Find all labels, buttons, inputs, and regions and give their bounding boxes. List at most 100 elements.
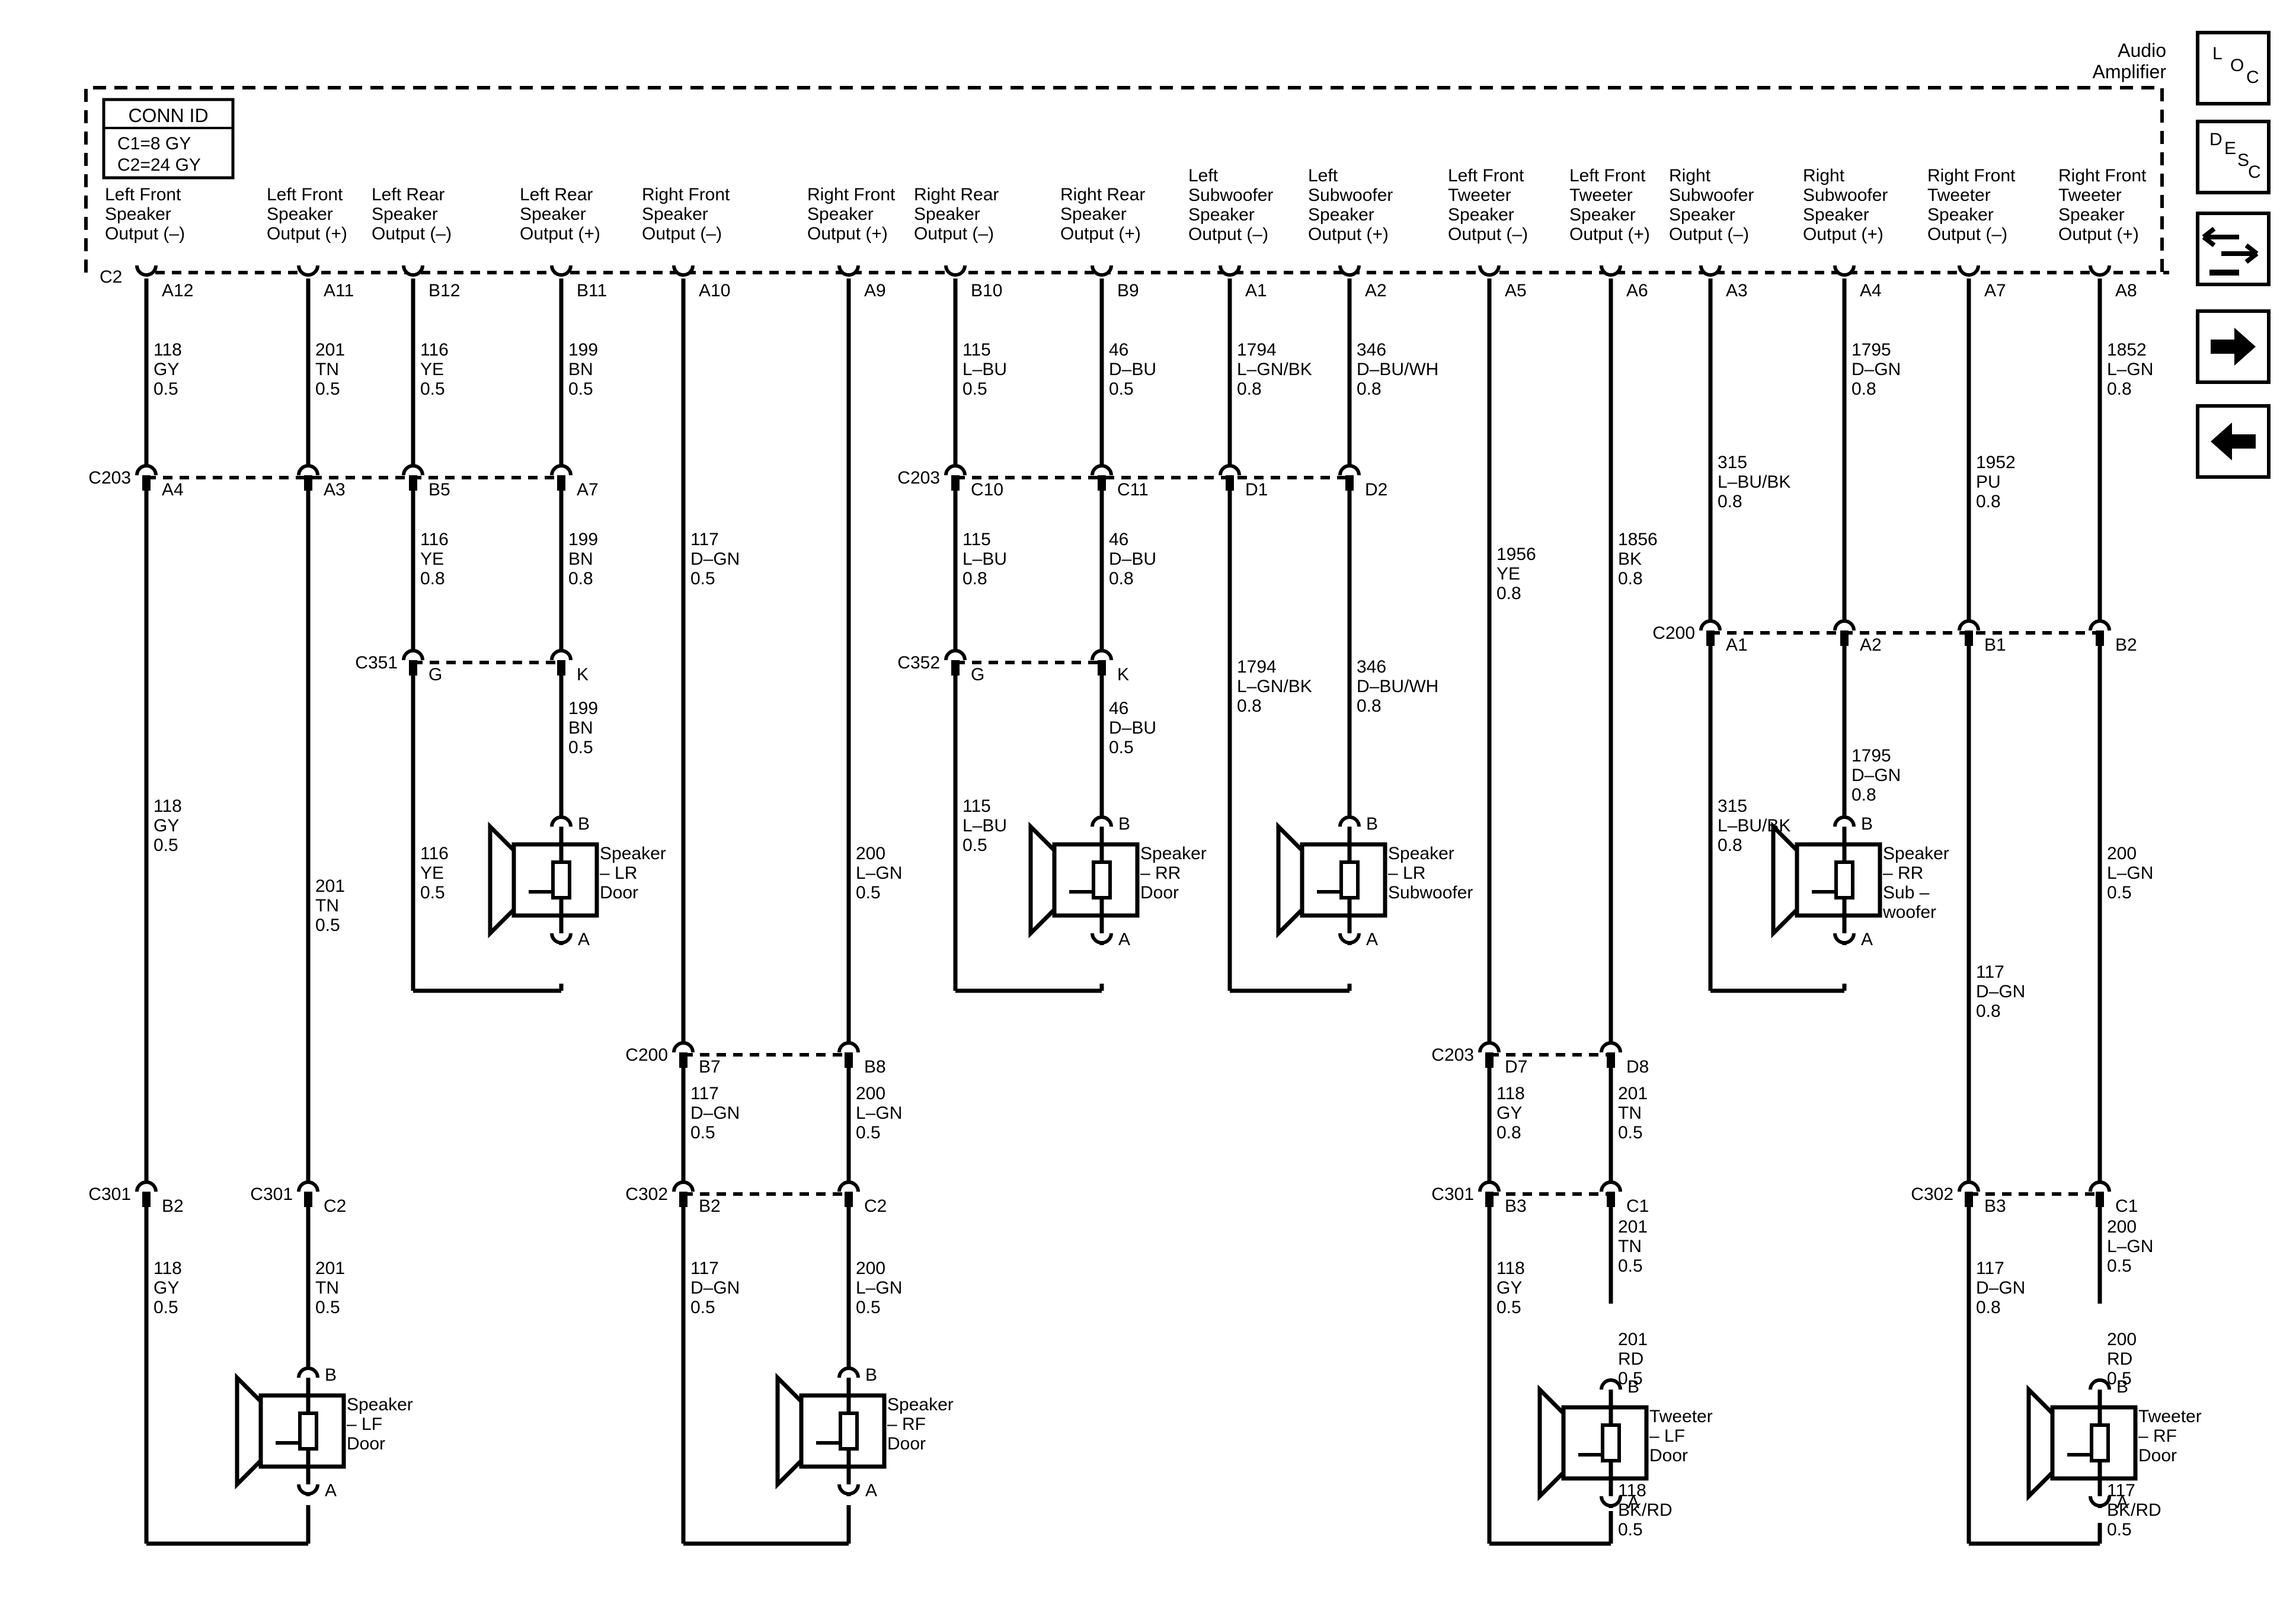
wire-label: 117 [690, 1084, 719, 1103]
speaker-terminal-b [1600, 1378, 1622, 1390]
wire-label: 199 [568, 340, 598, 360]
connector-pin-label: G [971, 665, 984, 684]
wrench-vehicle-button[interactable] [2196, 212, 2271, 286]
speaker-label: Door [1140, 883, 1179, 902]
wire-label: 118 [154, 796, 182, 816]
wire-label: D–GN [1851, 766, 1901, 785]
speaker-label: – LR [600, 863, 637, 883]
speaker-terminal-b [837, 1366, 860, 1378]
swap-arrows [2202, 226, 2259, 264]
output-label: Output (–) [642, 224, 722, 244]
output-label: Speaker [1060, 204, 1127, 224]
wire-label: 0.5 [315, 916, 340, 935]
speaker-label: Speaker [887, 1395, 954, 1414]
wire-label: 46 [1109, 530, 1128, 549]
wire-label: D–BU [1109, 718, 1156, 738]
wire-label: 1852 [2107, 340, 2147, 360]
wire-label: 117 [690, 1259, 719, 1278]
amp-terminal [1833, 265, 1856, 277]
amp-pin-label: A3 [1726, 281, 1748, 300]
connector-terminal [1600, 1041, 1622, 1053]
speaker-cone [488, 821, 516, 939]
wire-label: 0.5 [154, 379, 178, 399]
wire-label: 199 [568, 530, 598, 549]
wire-label: L–BU/BK [1718, 472, 1790, 492]
wire-label: 1956 [1496, 545, 1536, 564]
arrow-right-button[interactable] [2196, 309, 2271, 384]
connector-terminal [944, 464, 967, 476]
button-frame[interactable] [2196, 120, 2271, 194]
output-label: Right Front [2058, 166, 2147, 185]
wire-label: BN [568, 360, 593, 379]
wire-label: 0.5 [690, 569, 715, 588]
output-label: Output (+) [1060, 224, 1141, 244]
wire-label: 118 [154, 340, 182, 360]
connector-terminal [1338, 464, 1361, 476]
speaker-terminal-b [1338, 815, 1361, 827]
wire-label: 0.8 [1109, 569, 1134, 588]
wire-label: BN [568, 718, 593, 738]
connector-terminal [1600, 1180, 1622, 1192]
amp-pin-label: B10 [971, 281, 1002, 300]
speaker-coil [1339, 860, 1360, 900]
wire-label: 117 [690, 530, 719, 549]
speaker-label: Speaker [1140, 844, 1207, 863]
connector-pin-label: C10 [971, 480, 1003, 500]
speaker-coil [2090, 1423, 2110, 1462]
wire-label: BK/RD [1618, 1500, 1673, 1520]
output-label: Left Front [1569, 166, 1646, 185]
arrow-shape [2211, 328, 2256, 366]
wire-label: L–GN [2107, 360, 2153, 379]
connector-pin-label: A2 [1860, 635, 1882, 655]
conn-id-c2: C2=24 GY [117, 155, 201, 175]
amp-terminal [550, 265, 573, 277]
connector-terminal [135, 1180, 158, 1192]
output-label: Speaker [2058, 205, 2125, 225]
wire-label: L–GN [856, 863, 902, 883]
wire-label: 201 [315, 1259, 345, 1278]
speaker-terminal-a [297, 1484, 319, 1496]
connector-terminal [1219, 464, 1241, 476]
connector-terminal [672, 1041, 695, 1053]
output-label: Left Front [267, 185, 343, 204]
icon-glyph: O [2230, 56, 2244, 75]
wire-label: RD [1618, 1349, 1643, 1369]
arrow-left-button[interactable] [2196, 404, 2271, 479]
amp-pin-label: B9 [1117, 281, 1139, 300]
amp-terminal [402, 265, 424, 277]
output-label: Speaker [807, 204, 874, 224]
wire-label: BK/RD [2107, 1500, 2161, 1520]
wire-label: 0.8 [1976, 1001, 2001, 1021]
speaker-terminal-b [550, 815, 573, 827]
speaker-pin-label: A [2116, 1493, 2128, 1512]
speaker-terminal-a [2089, 1496, 2111, 1507]
speaker-cone [1028, 821, 1056, 939]
amp-pin-label: A11 [324, 281, 354, 300]
wire-label: YE [420, 863, 444, 883]
output-label: Speaker [1448, 205, 1514, 225]
wire-label: YE [420, 360, 444, 379]
loc-button[interactable]: LOC [2196, 31, 2271, 105]
wire-label: YE [1496, 564, 1520, 584]
wire-label: 118 [1496, 1084, 1525, 1103]
amp-terminal [135, 265, 158, 277]
wire-label: 200 [2107, 1217, 2137, 1237]
output-label: Subwoofer [1669, 185, 1754, 205]
button-frame[interactable] [2196, 31, 2271, 105]
amp-terminal [1219, 265, 1241, 277]
wire-label: 115 [962, 796, 991, 816]
connector-terminal [1699, 619, 1722, 631]
wire-label: 0.5 [690, 1123, 715, 1142]
wire-label: D–GN [1976, 982, 2025, 1001]
output-label: Output (+) [520, 224, 600, 244]
speaker-label: Tweeter [1649, 1407, 1713, 1426]
connector-terminal [1091, 649, 1113, 661]
